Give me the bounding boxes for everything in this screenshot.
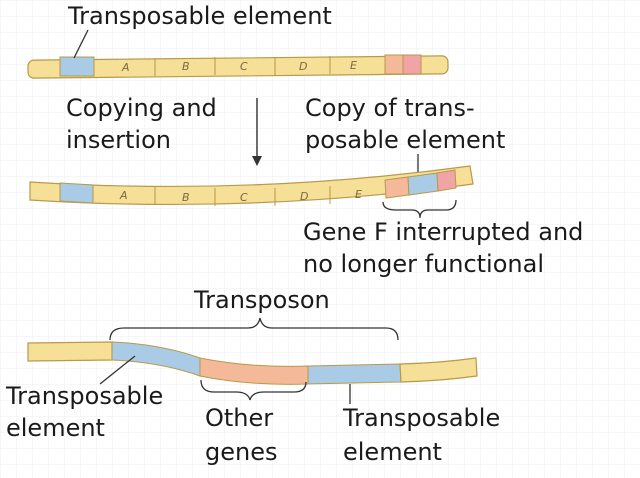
inserted-transposable-element (407, 172, 439, 196)
gene-label: C (240, 191, 248, 204)
gene-f-bracket (382, 199, 457, 219)
label-left-te-line1: Transposable (5, 382, 163, 410)
gene-label: A (121, 61, 130, 74)
label-right-te-line1: Transposable (342, 404, 500, 432)
gene-label: C (240, 60, 248, 73)
label-gene-f-line2: no longer functional (303, 250, 544, 278)
gene-label: E (355, 188, 362, 201)
label-gene-f-line1: Gene F interrupted and (303, 218, 583, 246)
leader-line (73, 29, 89, 59)
gene-f-segment-left (384, 54, 404, 75)
other-genes-bracket (200, 379, 307, 401)
gene-label: B (182, 191, 190, 204)
gene-label: D (299, 60, 307, 73)
gene-label: A (119, 189, 128, 202)
label-right-te-line2: element (343, 438, 442, 466)
gene-f-segment-right (402, 54, 422, 75)
label-transposable-element-top: Transposable element (67, 2, 332, 30)
label-copy-line1: Copy of trans- (305, 94, 475, 122)
gene-label: E (350, 59, 357, 72)
label-other: Other (205, 404, 273, 432)
leader-line (99, 355, 136, 385)
chromosome-transposon (27, 341, 478, 385)
gene-label: D (300, 190, 308, 203)
label-insertion: insertion (66, 126, 171, 154)
gene-f-segment-right (436, 169, 457, 192)
label-left-te-line2: element (6, 414, 105, 442)
label-copying: Copying and (66, 94, 217, 122)
transposable-element-segment (59, 56, 95, 77)
transposon-bracket (109, 317, 399, 341)
label-copy-line2: posable element (305, 126, 505, 154)
label-genes: genes (205, 438, 277, 466)
label-transposon: Transposon (193, 286, 330, 314)
gene-f-segment-left (384, 176, 410, 199)
right-transposable-element-segment (307, 363, 402, 385)
transposable-element-segment (59, 182, 94, 204)
chromosome-original: A B C D E (27, 54, 449, 79)
gene-label: B (182, 60, 190, 73)
arrow-head-icon (252, 156, 262, 166)
chromosome-with-insertion: A B C D E (29, 165, 474, 206)
